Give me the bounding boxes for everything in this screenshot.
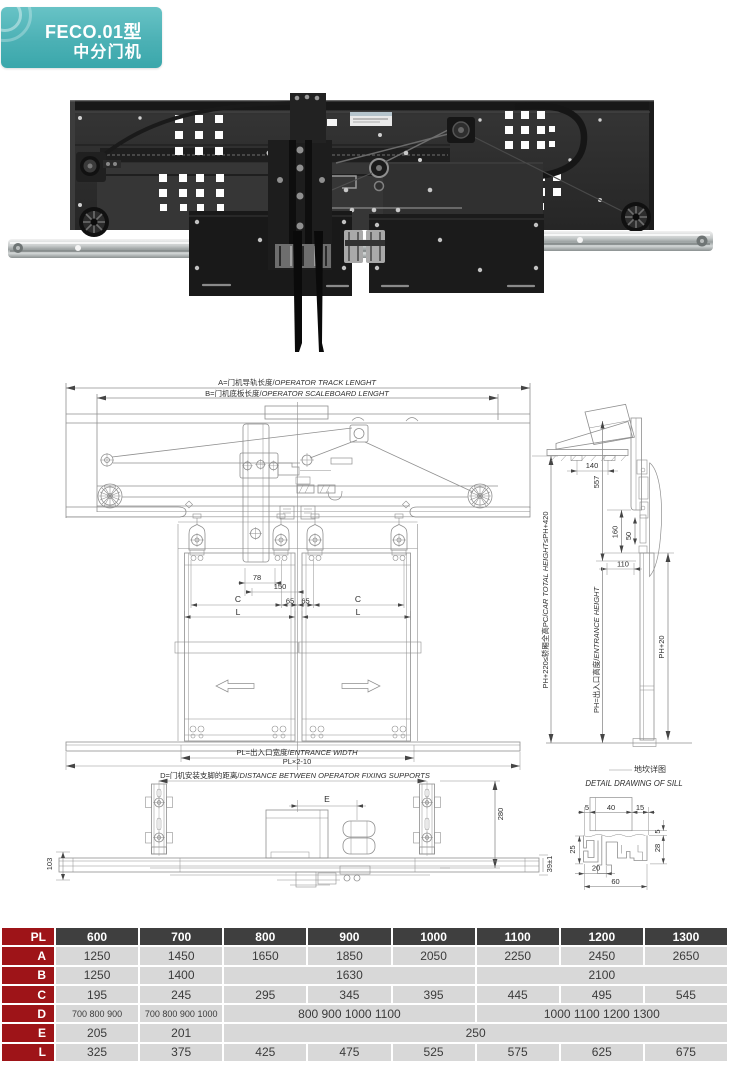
- svg-text:78: 78: [253, 573, 261, 582]
- svg-text:5: 5: [585, 803, 589, 812]
- svg-text:5: 5: [653, 829, 662, 833]
- svg-text:D=门机安装支脚的距离/DISTANCE BETWEEN: D=门机安装支脚的距离/DISTANCE BETWEEN OPERATOR FI…: [160, 770, 430, 780]
- svg-text:L: L: [236, 607, 241, 617]
- svg-text:L: L: [356, 607, 361, 617]
- svg-text:140: 140: [586, 461, 599, 470]
- svg-text:50: 50: [624, 532, 633, 540]
- svg-text:28: 28: [653, 844, 662, 852]
- svg-text:65: 65: [286, 597, 294, 606]
- svg-text:65: 65: [301, 597, 309, 606]
- svg-text:160: 160: [611, 526, 620, 539]
- svg-text:A=门机导轨长度/OPERATOR TRACK LENG: A=门机导轨长度/OPERATOR TRACK LENGHT: [218, 377, 377, 387]
- svg-text:DETAIL DRAWING OF SILL: DETAIL DRAWING OF SILL: [585, 779, 682, 788]
- svg-text:C: C: [235, 594, 241, 604]
- svg-text:15: 15: [636, 803, 644, 812]
- svg-text:280: 280: [496, 808, 505, 821]
- svg-text:PH+220≤轿厢全高PC/CAR TOTAL HEIG: PH+220≤轿厢全高PC/CAR TOTAL HEIGHT≤PH+420: [540, 511, 550, 688]
- svg-text:PL×2-10: PL×2-10: [283, 757, 312, 766]
- svg-text:B=门机底板长度/OPERATOR SCALEBOARD: B=门机底板长度/OPERATOR SCALEBOARD LENGHT: [205, 388, 390, 398]
- svg-text:150: 150: [274, 582, 287, 591]
- svg-text:39±1: 39±1: [545, 856, 554, 873]
- svg-text:E: E: [324, 794, 330, 804]
- svg-text:25: 25: [568, 845, 577, 853]
- svg-text:C: C: [355, 594, 361, 604]
- svg-text:PH+20: PH+20: [657, 635, 666, 658]
- svg-text:110: 110: [617, 560, 629, 569]
- svg-text:557: 557: [592, 476, 601, 489]
- svg-text:地坎详图: 地坎详图: [634, 764, 666, 774]
- svg-text:PH=出入口高度/ENTRANCE HEIGHT: PH=出入口高度/ENTRANCE HEIGHT: [591, 586, 601, 713]
- svg-text:40: 40: [607, 803, 615, 812]
- svg-text:103: 103: [45, 858, 54, 871]
- svg-text:PL=出入口宽度/ENTRANCE WIDTH: PL=出入口宽度/ENTRANCE WIDTH: [236, 747, 358, 757]
- svg-text:60: 60: [611, 877, 619, 886]
- svg-text:20: 20: [592, 864, 600, 873]
